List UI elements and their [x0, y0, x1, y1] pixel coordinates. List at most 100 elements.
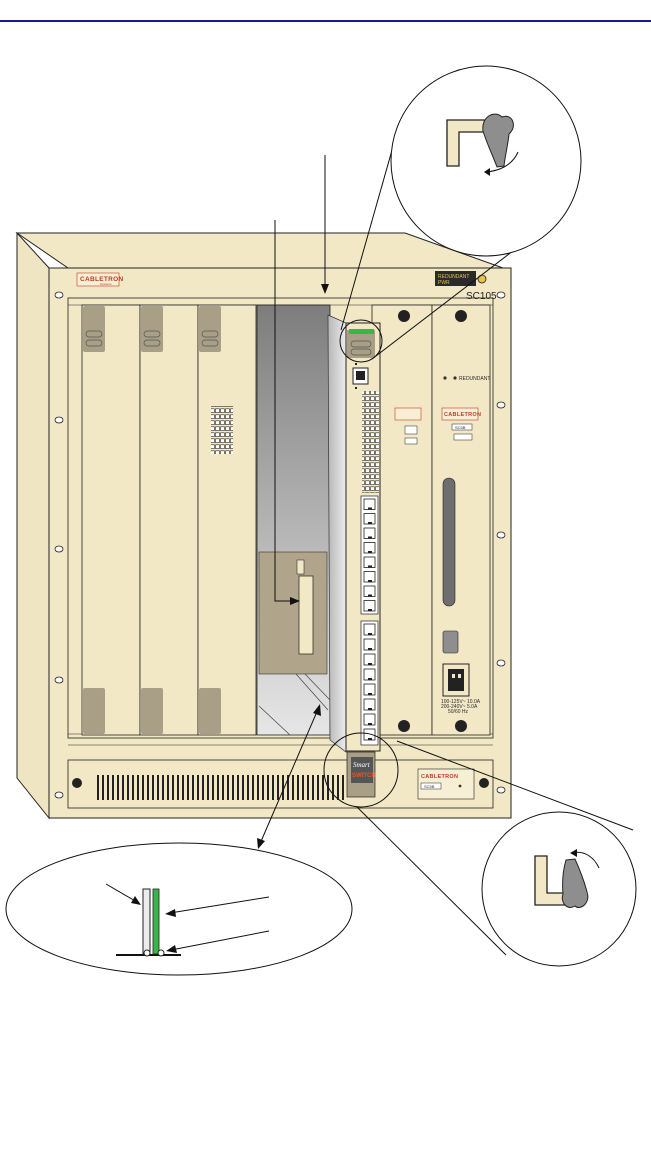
ejector-lever-icon: [561, 858, 589, 908]
slot-cover: [81, 304, 141, 736]
ejector-top: [199, 306, 221, 352]
frequency-rating: 50/60 Hz: [448, 709, 469, 715]
rj45-port-key: [368, 551, 372, 553]
rotation-arrowhead-icon: [570, 849, 577, 857]
detail-leader: [170, 930, 270, 951]
pwr-led-icon: [443, 376, 447, 380]
power-supply-panel: [431, 304, 491, 736]
chassis-model: SC105: [466, 291, 497, 302]
card-guide: [258, 705, 291, 736]
connector-key-icon: [296, 559, 305, 575]
detail-leader: [105, 883, 138, 903]
ejector-bottom: [83, 688, 105, 734]
rj45-port-key: [368, 580, 372, 582]
zoom-line: [396, 740, 634, 831]
leader-line-detail: [258, 706, 320, 847]
top-ejector-highlight: [339, 319, 383, 363]
mounting-hole: [496, 401, 506, 409]
chassis-brand-sub: Systems: [100, 282, 112, 286]
ps-badge: [451, 423, 473, 431]
ejector-top: [141, 306, 163, 352]
smartswitch-logo-line1: Smart: [353, 761, 371, 769]
arrowhead-icon: [290, 597, 300, 605]
rotation-arrowhead-icon: [484, 168, 490, 176]
power-switch-icon: [442, 630, 459, 654]
smartswitch-logo: [351, 757, 373, 783]
detail-guide-bump: [157, 949, 165, 957]
zoom-line: [356, 806, 507, 956]
rj45-port-key: [368, 609, 372, 611]
adjacent-logo-box: [394, 407, 422, 421]
adjacent-module-panel: [371, 304, 433, 736]
mounting-hole: [496, 659, 506, 667]
module-status-bar: [349, 329, 374, 334]
bottom-latch-zoom: [481, 811, 637, 967]
fan-badge-text: SC5B: [424, 784, 435, 789]
ps-vent: [442, 477, 456, 607]
ejector-bottom: [199, 688, 221, 734]
rj45-port-key: [368, 594, 372, 597]
mounting-hole: [496, 786, 506, 794]
arrowhead-icon: [313, 704, 321, 716]
card-guide-detail: [5, 842, 353, 976]
fan-vent-slots: [97, 775, 344, 800]
adjacent-label: [404, 437, 418, 445]
chassis: CABLETRON Systems REDUNDANT PWR SC105: [15, 231, 512, 820]
ps-logo-box: [441, 407, 479, 421]
rj45-port-key: [368, 633, 372, 635]
rj45-port-key: [368, 507, 372, 510]
status-label-text-2: PWR: [438, 280, 450, 286]
zoom-line: [340, 121, 401, 331]
backplane-connector-area: [258, 551, 328, 675]
detail-leader: [169, 896, 270, 914]
ejector-top: [83, 306, 105, 352]
voltage-rating-2: 200-240V~ 5.0A: [441, 704, 478, 710]
chassis-brand: CABLETRON: [80, 276, 124, 283]
rj45-port-key: [368, 738, 372, 740]
adjacent-module: [371, 304, 433, 736]
mounting-hole: [54, 676, 64, 684]
rj45-port-key: [368, 536, 372, 539]
mounting-hole: [496, 291, 506, 299]
detail-faceplate: [142, 888, 151, 955]
mounting-hole: [496, 531, 506, 539]
mounting-holes: [54, 291, 506, 799]
ps-badge-text: SC5B: [455, 425, 466, 430]
fan-led-icon: [458, 784, 462, 788]
switch-module: Smart SWITCH: [327, 314, 381, 798]
bottom-ejector-highlight: [323, 732, 399, 808]
mounting-hole: [54, 791, 64, 799]
rj45-port-key: [368, 708, 372, 710]
rj45-port-key: [368, 663, 372, 665]
port-bank-1-ports: [363, 498, 376, 612]
ejector-bottom: [141, 688, 163, 734]
captive-screw-icon: [398, 720, 410, 732]
voltage-rating-1: 100-125V~ 10.0A: [441, 699, 481, 705]
slot-cover: [139, 304, 199, 736]
port-bank-1: [360, 495, 379, 615]
empty-bay: [256, 304, 331, 736]
chassis-logo-box: [76, 272, 120, 287]
arrowhead-icon: [321, 284, 329, 294]
captive-screw-icon: [398, 310, 410, 322]
captive-screw-icon: [455, 720, 467, 732]
arrowhead-icon: [257, 838, 265, 849]
module-ejector-top: [347, 330, 375, 358]
rj45-port-key: [368, 678, 372, 680]
top-zoom-circle: [390, 65, 582, 257]
mounting-hole: [54, 291, 64, 299]
arrowhead-icon: [165, 909, 176, 917]
module-side: [327, 314, 347, 753]
chassis-left-side: [16, 231, 50, 820]
rj45-port-key: [368, 693, 372, 695]
status-label: [435, 271, 476, 286]
ps-indicator: [453, 433, 473, 441]
rj45-port-key: [368, 565, 372, 568]
ejector-lever-icon: [482, 113, 514, 168]
captive-screw-icon: [455, 310, 467, 322]
module-led-grid: [362, 391, 379, 493]
slot-covers: [81, 304, 257, 736]
ps-brand: CABLETRON: [444, 412, 481, 418]
fan-screw-icon: [479, 778, 489, 788]
